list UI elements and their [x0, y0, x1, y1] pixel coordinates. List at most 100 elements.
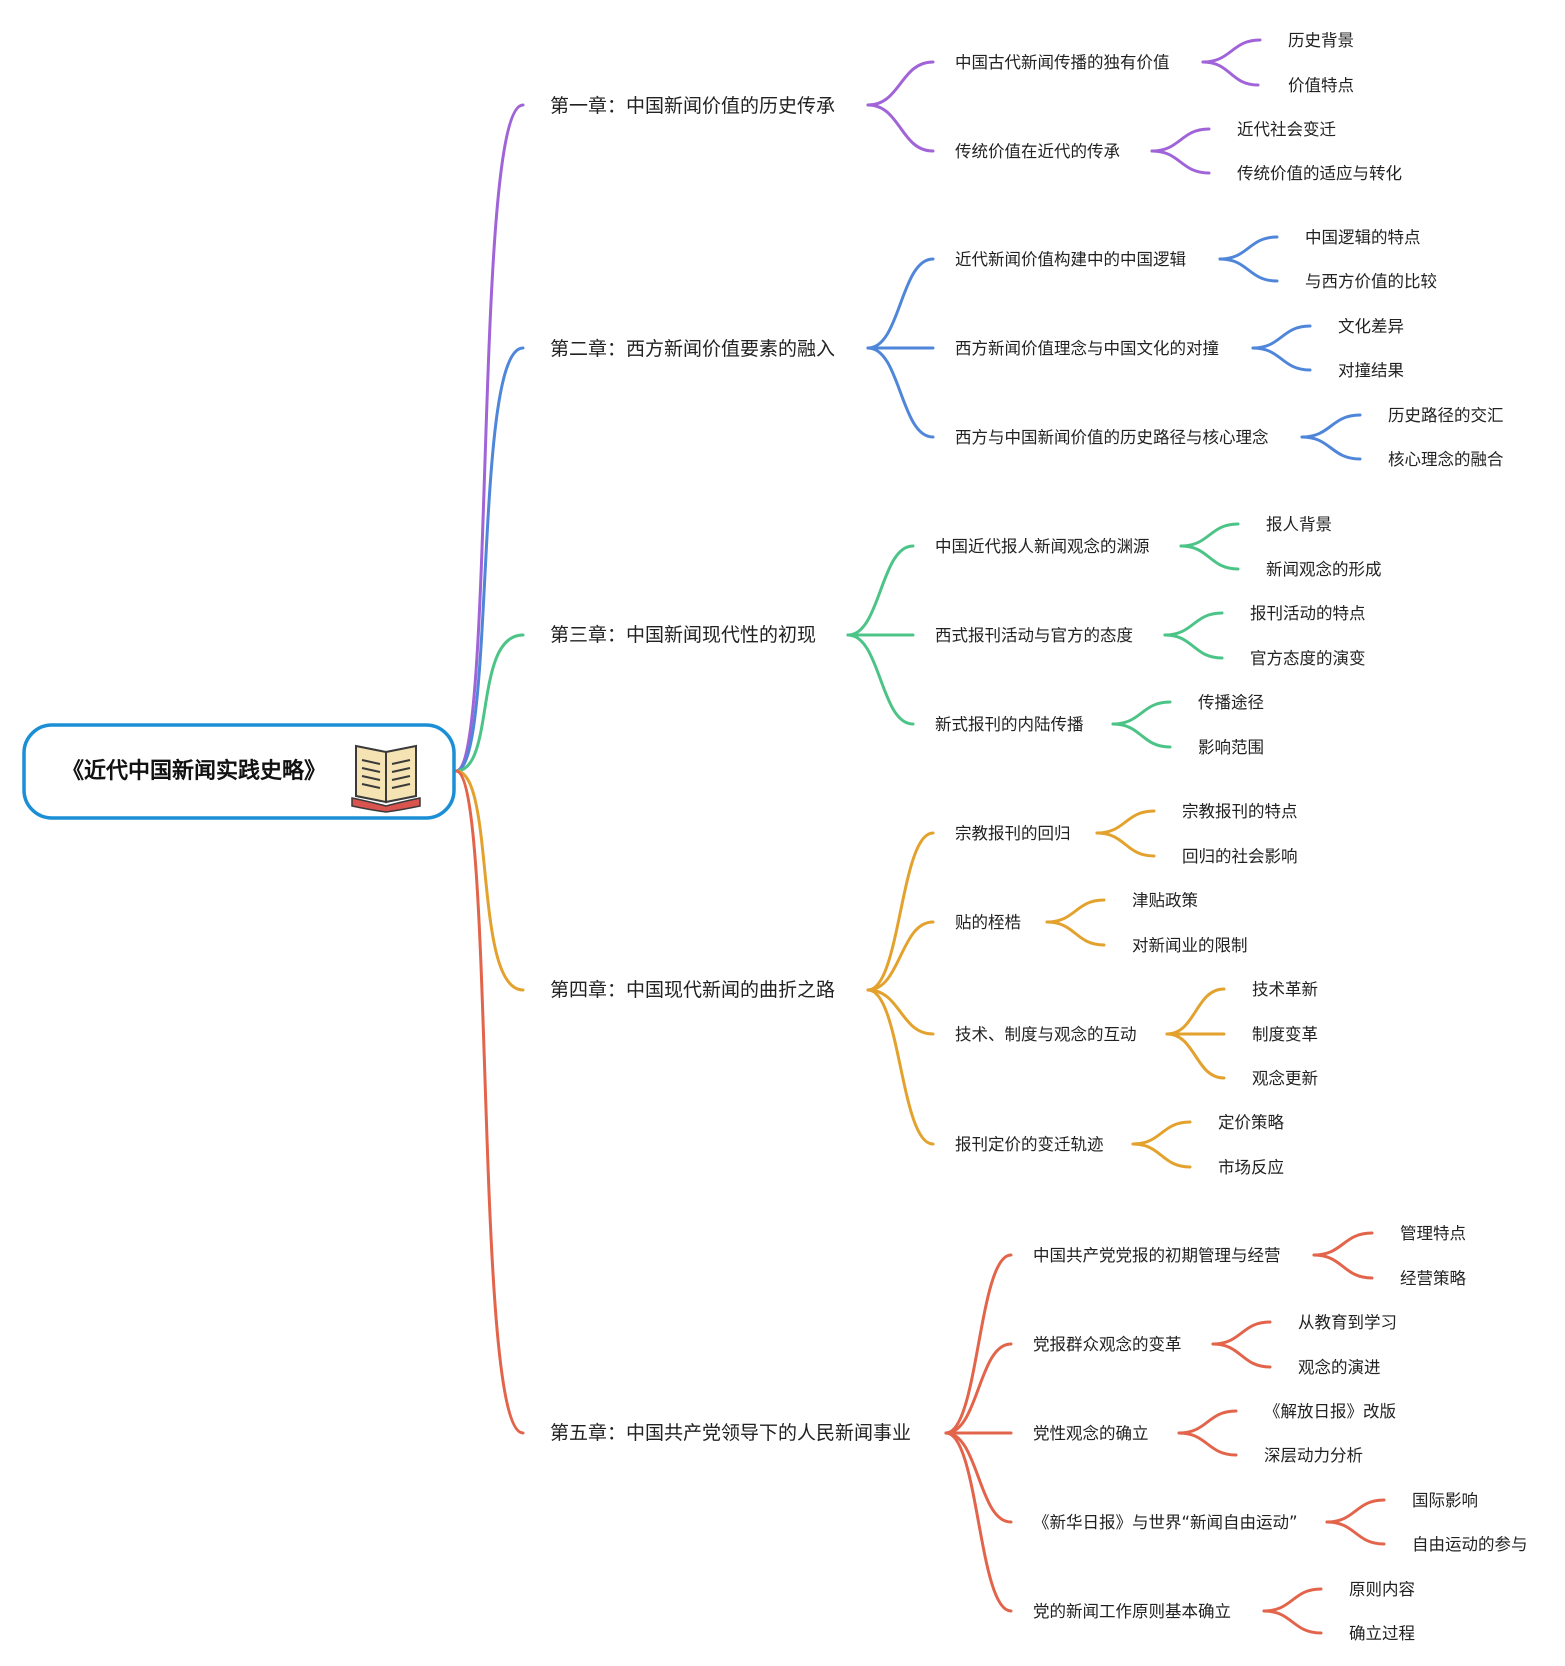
section-2-3[interactable]: 西方与中国新闻价值的历史路径与核心理念: [955, 427, 1269, 447]
leaf-3-2-2[interactable]: 官方态度的演变: [1250, 649, 1366, 668]
edge-section-5-1-leaf-2: [1312, 1253, 1374, 1280]
chapter-1-title[interactable]: 第一章：中国新闻价值的历史传承: [550, 95, 835, 117]
section-4-2[interactable]: 贴的桎梏: [955, 913, 1021, 932]
leaf-5-2-2[interactable]: 观念的演进: [1298, 1357, 1381, 1377]
leaf-4-3-1[interactable]: 技术革新: [1252, 980, 1318, 999]
edge-section-4-3-leaf-3: [1165, 1032, 1226, 1080]
edge-chapter-5-section-5: [944, 1431, 1013, 1613]
leaf-5-2-1[interactable]: 从教育到学习: [1298, 1313, 1397, 1332]
edge-chapter-4-section-4: [866, 988, 935, 1146]
edge-root-chapter-2: [454, 346, 525, 773]
edge-section-4-4-leaf-1: [1131, 1120, 1192, 1146]
edge-section-1-2-leaf-2: [1150, 149, 1211, 175]
edge-section-3-3-leaf-2: [1111, 722, 1172, 749]
leaf-5-4-1[interactable]: 国际影响: [1412, 1491, 1478, 1510]
leaf-2-2-1[interactable]: 文化差异: [1338, 317, 1404, 336]
edge-section-2-3-leaf-2: [1300, 435, 1362, 461]
edge-section-5-1-leaf-1: [1312, 1231, 1374, 1257]
edge-root-chapter-4: [454, 769, 525, 992]
section-4-3[interactable]: 技术、制度与观念的互动: [955, 1024, 1137, 1044]
section-4-4[interactable]: 报刊定价的变迁轨迹: [955, 1135, 1104, 1154]
section-2-1[interactable]: 近代新闻价值构建中的中国逻辑: [955, 250, 1186, 269]
section-5-1[interactable]: 中国共产党党报的初期管理与经营: [1033, 1246, 1281, 1265]
leaf-1-1-2[interactable]: 价值特点: [1288, 76, 1354, 95]
leaf-5-4-2[interactable]: 自由运动的参与: [1412, 1535, 1528, 1554]
leaf-1-2-2[interactable]: 传统价值的适应与转化: [1237, 164, 1402, 183]
open-book-icon: [351, 744, 421, 813]
section-1-1[interactable]: 中国古代新闻传播的独有价值: [955, 53, 1170, 72]
edge-section-2-1-leaf-2: [1218, 257, 1279, 283]
edge-section-1-2-leaf-1: [1150, 127, 1211, 153]
edge-section-4-3-leaf-1: [1165, 987, 1226, 1036]
edge-section-1-1-leaf-2: [1201, 60, 1260, 87]
section-5-2[interactable]: 党报群众观念的变革: [1033, 1334, 1182, 1354]
section-3-3[interactable]: 新式报刊的内陆传播: [935, 715, 1084, 734]
leaf-2-3-2[interactable]: 核心理念的融合: [1388, 449, 1504, 469]
leaf-2-1-2[interactable]: 与西方价值的比较: [1305, 272, 1437, 291]
edge-section-3-1-leaf-2: [1179, 544, 1240, 571]
section-3-1[interactable]: 中国近代报人新闻观念的渊源: [935, 536, 1150, 556]
edge-section-4-2-leaf-2: [1045, 920, 1106, 947]
section-4-1[interactable]: 宗教报刊的回归: [955, 824, 1071, 843]
leaf-5-5-2[interactable]: 确立过程: [1349, 1624, 1415, 1643]
root-title: 《近代中国新闻实践史略》: [62, 758, 326, 784]
section-5-4[interactable]: 《新华日报》与世界“新闻自由运动”: [1033, 1513, 1298, 1532]
leaf-5-3-2[interactable]: 深层动力分析: [1264, 1446, 1363, 1465]
chapter-4-title[interactable]: 第四章：中国现代新闻的曲折之路: [550, 979, 835, 1001]
leaf-1-1-1[interactable]: 历史背景: [1288, 31, 1354, 50]
leaf-4-2-2[interactable]: 对新闻业的限制: [1132, 936, 1248, 955]
edge-section-5-2-leaf-2: [1211, 1342, 1272, 1369]
edge-section-1-1-leaf-1: [1201, 38, 1262, 64]
leaf-5-1-2[interactable]: 经营策略: [1400, 1269, 1467, 1288]
edge-chapter-4-section-3: [866, 988, 935, 1036]
edge-section-3-2-leaf-1: [1163, 611, 1224, 637]
chapter-5-title[interactable]: 第五章：中国共产党领导下的人民新闻事业: [550, 1422, 911, 1444]
edge-section-2-2-leaf-1: [1251, 324, 1312, 350]
leaf-3-1-2[interactable]: 新闻观念的形成: [1266, 559, 1382, 579]
section-1-2[interactable]: 传统价值在近代的传承: [955, 142, 1120, 161]
leaf-2-3-1[interactable]: 历史路径的交汇: [1388, 406, 1504, 425]
leaf-4-3-2[interactable]: 制度变革: [1252, 1025, 1318, 1044]
leaf-4-1-2[interactable]: 回归的社会影响: [1182, 847, 1298, 866]
edge-chapter-1-section-1: [866, 60, 935, 107]
edge-chapter-3-section-1: [846, 544, 915, 637]
leaf-5-1-1[interactable]: 管理特点: [1400, 1224, 1466, 1243]
leaf-3-2-1[interactable]: 报刊活动的特点: [1250, 604, 1366, 623]
edge-section-3-3-leaf-1: [1111, 700, 1172, 726]
leaf-3-3-2[interactable]: 影响范围: [1198, 738, 1264, 757]
section-5-5[interactable]: 党的新闻工作原则基本确立: [1033, 1602, 1231, 1621]
leaf-4-4-1[interactable]: 定价策略: [1218, 1113, 1285, 1132]
section-2-2[interactable]: 西方新闻价值理念与中国文化的对撞: [955, 338, 1219, 358]
edge-section-5-4-leaf-1: [1325, 1498, 1386, 1524]
edge-chapter-2-section-3: [866, 346, 935, 439]
edge-section-5-2-leaf-1: [1211, 1320, 1272, 1346]
leaf-3-1-1[interactable]: 报人背景: [1266, 515, 1332, 534]
leaf-2-1-1[interactable]: 中国逻辑的特点: [1305, 228, 1421, 247]
edge-section-3-1-leaf-1: [1179, 522, 1240, 548]
leaf-4-3-3[interactable]: 观念更新: [1252, 1068, 1318, 1088]
leaf-5-5-1[interactable]: 原则内容: [1349, 1580, 1415, 1599]
root-node[interactable]: 《近代中国新闻实践史略》: [22, 723, 456, 820]
edge-chapter-5-section-4: [944, 1431, 1013, 1524]
leaf-4-4-2[interactable]: 市场反应: [1218, 1158, 1284, 1177]
edge-section-2-2-leaf-2: [1251, 346, 1312, 372]
chapter-2-title[interactable]: 第二章：西方新闻价值要素的融入: [550, 338, 835, 360]
edge-section-4-1-leaf-2: [1095, 831, 1156, 858]
leaf-1-2-1[interactable]: 近代社会变迁: [1237, 120, 1336, 139]
leaf-5-3-1[interactable]: 《解放日报》改版: [1264, 1402, 1396, 1421]
leaf-4-2-1[interactable]: 津贴政策: [1132, 891, 1198, 910]
edge-chapter-4-section-2: [866, 920, 935, 992]
chapter-3-title[interactable]: 第三章：中国新闻现代性的初现: [550, 624, 816, 646]
edge-chapter-1-section-2: [866, 103, 935, 153]
edge-section-4-2-leaf-1: [1045, 898, 1106, 924]
edge-section-4-4-leaf-2: [1131, 1142, 1192, 1169]
leaf-3-3-1[interactable]: 传播途径: [1198, 693, 1264, 712]
leaf-2-2-2[interactable]: 对撞结果: [1338, 361, 1404, 380]
edge-chapter-2-section-1: [866, 257, 935, 350]
edge-section-5-3-leaf-2: [1177, 1431, 1238, 1457]
section-3-2[interactable]: 西式报刊活动与官方的态度: [935, 626, 1133, 645]
section-5-3[interactable]: 党性观念的确立: [1033, 1423, 1149, 1443]
edge-section-5-4-leaf-2: [1325, 1520, 1386, 1546]
leaf-4-1-1[interactable]: 宗教报刊的特点: [1182, 802, 1298, 821]
edge-chapter-4-section-1: [866, 831, 935, 992]
